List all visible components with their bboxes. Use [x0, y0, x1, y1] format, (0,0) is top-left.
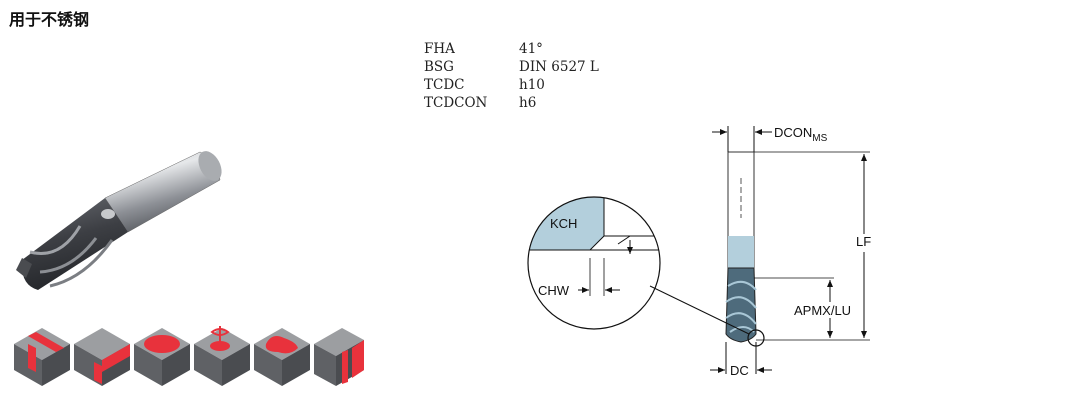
spec-value: h6 [519, 95, 537, 111]
spec-table: FHA 41° BSG DIN 6527 L TCDC h10 TCDCON h… [424, 40, 599, 112]
spec-row: BSG DIN 6527 L [424, 58, 599, 76]
spec-value: 41° [519, 41, 543, 57]
spec-row: TCDCON h6 [424, 94, 599, 112]
lf-label: LF [856, 234, 871, 249]
helical-icon [194, 326, 250, 386]
apmx-label: APMX/LU [794, 303, 851, 318]
tool-outline [725, 151, 757, 343]
kch-label: KCH [550, 216, 577, 231]
spec-key: BSG [424, 59, 454, 75]
detail-view: KCH CHW [527, 196, 661, 330]
dimension-drawing: DCONMS LF APMX/LU DC KCH CHW [527, 125, 871, 378]
profiling-icon [254, 328, 310, 386]
spec-value: DIN 6527 L [519, 59, 599, 75]
dc-label: DC [730, 363, 749, 378]
spec-key: FHA [424, 41, 455, 57]
page-title: 用于不锈钢 [9, 10, 90, 29]
spec-row: FHA 41° [424, 40, 599, 58]
operations-strip [14, 326, 364, 386]
pocketing-icon [134, 328, 190, 386]
spec-value: h10 [519, 77, 545, 93]
side-milling-icon [314, 328, 364, 386]
spec-row: TCDC h10 [424, 76, 599, 94]
spec-key: TCDC [424, 77, 465, 93]
dcon-label: DCONMS [774, 125, 828, 144]
shoulder-icon [74, 328, 130, 386]
spec-key: TCDCON [424, 95, 488, 111]
slotting-icon [14, 328, 70, 386]
end-mill-image [16, 151, 222, 290]
chw-label: CHW [538, 283, 570, 298]
